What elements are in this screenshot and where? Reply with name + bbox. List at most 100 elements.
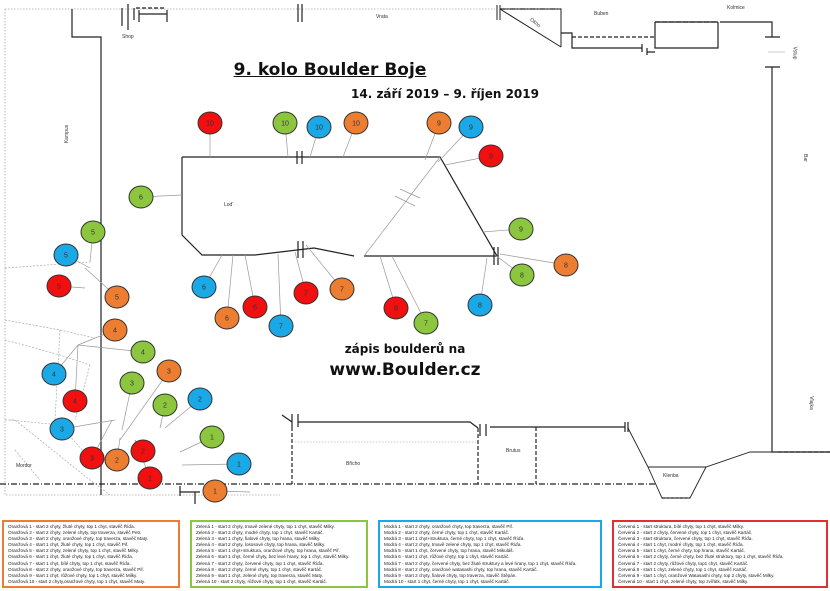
boulder-marker-circle: [293, 281, 319, 305]
legend-entry: Oranžová 3 - start 2 chyty, oranžové chy…: [8, 536, 149, 542]
boulder-marker-circle: [102, 318, 128, 342]
boulder-marker-blue-4: 4: [41, 362, 67, 386]
legend-entry: Zelená 10 - start 2 chyty, růžové chyty,…: [196, 578, 328, 584]
boulder-number: 6: [225, 316, 229, 323]
boulder-number: 4: [141, 350, 145, 357]
legend-entry: Červená 5 - start 1 chyt, černé chyty, t…: [618, 548, 746, 554]
boulder-marker-blue-5: 5: [53, 243, 79, 267]
boulder-number: 7: [340, 287, 344, 294]
boulder-marker-circle: [509, 263, 535, 287]
legend-entry: Modrá 10 - start 1 chyt, černé chyty, to…: [384, 578, 510, 584]
boulder-marker-circle: [226, 452, 252, 476]
legend-entry: Červená 6 - start 2 chyty, černé chyty, …: [618, 554, 784, 560]
boulder-marker-circle: [53, 243, 79, 267]
boulder-marker-circle: [458, 115, 484, 139]
boulder-number: 10: [206, 121, 214, 128]
boulder-number: 1: [237, 462, 241, 469]
area-label-buben: Buben: [594, 11, 609, 17]
area-label-shop: Shop: [122, 34, 134, 40]
legend-entry: Oranžová 9 - start 1 chyt, růžové chyty,…: [8, 572, 138, 578]
boulder-marker-circle: [508, 217, 534, 241]
boulder-marker-orange-7: 7: [329, 277, 355, 301]
boulder-marker-green-1: 1: [199, 425, 225, 449]
boulder-marker-circle: [214, 306, 240, 330]
boulder-number: 10: [315, 125, 323, 132]
boulder-marker-orange-8: 8: [553, 253, 579, 277]
boulder-marker-blue-9: 9: [458, 115, 484, 139]
boulder-marker-blue-10: 10: [306, 115, 332, 139]
boulder-number: 1: [210, 435, 214, 442]
boulder-marker-green-3: 3: [119, 371, 145, 395]
boulder-number: 3: [130, 381, 134, 388]
legend-entry: Červená 8 - start 1 chyt, zelené chyty, …: [618, 566, 748, 572]
legend-entry: Modrá 6 - start 1 chyt, růžové chyty, to…: [384, 554, 510, 560]
legend-entry: Zelená 8 - start 2 chyty, černé chyty, t…: [196, 566, 323, 572]
boulder-number: 6: [139, 195, 143, 202]
boulder-marker-circle: [152, 393, 178, 417]
legend-entry: Zelená 3 - start 1 chyty, fialové chyty,…: [196, 536, 321, 542]
boulder-marker-blue-8: 8: [467, 293, 493, 317]
boulder-marker-red-3: 3: [79, 446, 105, 470]
area-label-bar: Bar: [801, 154, 808, 162]
boulder-number: 4: [73, 399, 77, 406]
boulder-marker-circle: [191, 275, 217, 299]
boulder-marker-circle: [478, 144, 504, 168]
legend-orange: Oranžová 1 - start 2 chyty, žluté chyty,…: [2, 520, 180, 588]
website-link[interactable]: www.Boulder.cz: [329, 360, 481, 380]
boulder-marker-circle: [130, 340, 156, 364]
boulder-marker-circle: [553, 253, 579, 277]
legend-entry: Modrá 5 - start 1 chyt, červené chyty, t…: [384, 548, 514, 554]
boulder-marker-green-4: 4: [130, 340, 156, 364]
boulder-marker-blue-3: 3: [49, 417, 75, 441]
date-range: 14. září 2019 – 9. říjen 2019: [351, 87, 539, 101]
boulder-marker-orange-3: 3: [156, 359, 182, 383]
boulder-marker-green-7: 7: [413, 311, 439, 335]
hold-connector: [277, 253, 282, 327]
legend-entry: Oranžová 1 - start 2 chyty, žluté chyty,…: [8, 524, 135, 529]
boulder-number: 8: [394, 306, 398, 313]
legend-entry: Oranžová 10 - start 2 chyty,oranžové chy…: [8, 578, 146, 584]
boulder-number: 7: [424, 321, 428, 328]
boulder-marker-red-9: 9: [478, 144, 504, 168]
boulder-marker-orange-2: 2: [104, 448, 130, 472]
boulder-number: 3: [60, 427, 64, 434]
legend-entry: Zelená 2 - start 2 chyty, modré chyty, t…: [196, 530, 324, 536]
legend-entry: Modrá 7 - start 2 chyty, červené chyty, …: [384, 560, 577, 566]
legend-entry: Červená 3 - start struktura, červené chy…: [618, 536, 753, 542]
legend-entry: Modrá 1 - start 2 chyty, oranžové chyty,…: [384, 524, 514, 529]
boulder-marker-circle: [242, 295, 268, 319]
legend-entry: Zelená 9 - start 1 chyt, zelené chyty, t…: [196, 572, 323, 578]
legend-entry: Červená 2 - start 2 chyty, červené chyty…: [618, 530, 753, 536]
boulder-number: 7: [279, 324, 283, 331]
boulder-marker-circle: [79, 446, 105, 470]
legend-entry: Zelená 6 - start 1 chyt, černé chyty, be…: [196, 554, 350, 560]
boulder-number: 2: [115, 458, 119, 465]
boulder-marker-red-1: 1: [137, 466, 163, 490]
boulder-marker-green-8: 8: [509, 263, 535, 287]
area-label-vstup: Vstup: [791, 46, 798, 60]
boulder-number: 8: [564, 263, 568, 270]
legend-entry: Modrá 9 - start 2 chyty, fialové chyty, …: [384, 572, 517, 578]
boulder-marker-circle: [49, 417, 75, 441]
boulder-number: 5: [64, 253, 68, 260]
boulder-marker-blue-7: 7: [268, 314, 294, 338]
boulder-marker-circle: [130, 439, 156, 463]
page-title: 9. kolo Boulder Boje: [233, 60, 427, 80]
boulder-marker-circle: [343, 111, 369, 135]
area-label-brutus: Brutus: [506, 448, 521, 454]
legend-entry: Zelená 4 - start 2 chyty, lososové chyty…: [196, 542, 326, 548]
boulder-number: 3: [90, 456, 94, 463]
boulder-number: 10: [281, 121, 289, 128]
boulder-marker-circle: [197, 111, 223, 135]
area-label-vrata: Vrata: [376, 14, 388, 20]
boulder-marker-blue-1: 1: [226, 452, 252, 476]
boulder-number: 2: [163, 403, 167, 410]
legend-entry: Červená 9 - start 1 chyt, oranžové Watas…: [618, 572, 775, 578]
boulder-marker-blue-2: 2: [187, 387, 213, 411]
boulder-marker-green-10: 10: [272, 111, 298, 135]
legend-entry: Zelená 1 - start 2 chyty, tmavě zelené c…: [196, 524, 335, 529]
boulder-number: 2: [198, 397, 202, 404]
boulder-marker-green-2: 2: [152, 393, 178, 417]
boulder-marker-circle: [306, 115, 332, 139]
